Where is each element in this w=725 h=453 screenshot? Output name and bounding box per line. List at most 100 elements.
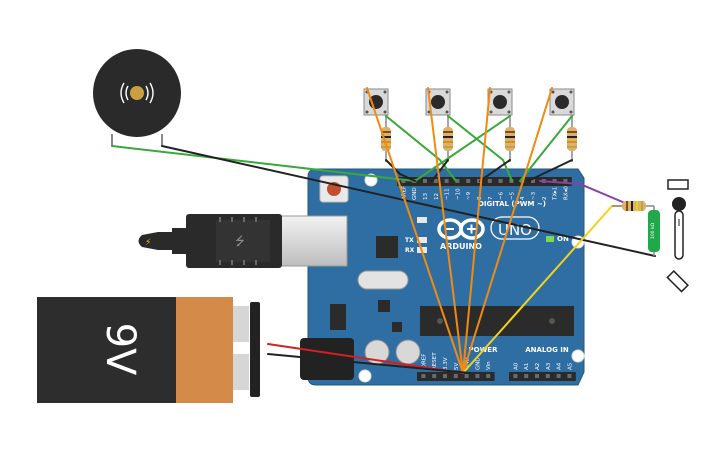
pin-rx0[interactable] (563, 179, 568, 183)
pin-9[interactable] (466, 179, 471, 183)
usb-plug-icon[interactable]: ⭍ ⚡ (138, 214, 283, 268)
pin-reset[interactable] (432, 374, 437, 378)
wire-button1-orange[interactable] (366, 87, 464, 374)
wire-buzzer-green[interactable] (111, 145, 416, 182)
pin-label: ~6 (499, 191, 505, 200)
crystal-oscillator (357, 270, 409, 290)
pin-3[interactable] (531, 179, 535, 183)
pin-label: TX▸1 (553, 187, 559, 201)
pin-label: AREF (401, 186, 407, 200)
pin-label: GND (412, 187, 418, 200)
svg-text:⚡: ⚡ (145, 238, 151, 248)
wire-battery-red[interactable] (267, 343, 464, 374)
resistor-100k-icon[interactable]: 100 kΩ (612, 201, 660, 256)
pin-label: ~9 (466, 191, 472, 200)
usb-chip (376, 236, 398, 258)
pin-13[interactable] (423, 179, 427, 183)
small-chip (378, 300, 390, 312)
pin-label: GND (465, 357, 471, 370)
wire-button3-green[interactable] (414, 115, 511, 182)
pin-gnd[interactable] (464, 374, 469, 378)
pin-vin[interactable] (486, 374, 491, 378)
capacitor-2 (395, 339, 421, 365)
wire-button4-orange[interactable] (462, 87, 553, 374)
pin-label: IOREF (421, 354, 427, 370)
pin-a2[interactable] (535, 374, 539, 378)
digital-header-label: DIGITAL (PWM ~) (478, 200, 546, 208)
wire-res3-black[interactable] (479, 159, 511, 182)
pin-ioref[interactable] (421, 374, 426, 378)
resistor-icon[interactable] (567, 116, 577, 162)
reset-button[interactable] (319, 175, 349, 203)
wire-battery-black[interactable] (267, 353, 471, 374)
pin-label: Vin (486, 361, 492, 370)
wire-button2-orange[interactable] (427, 87, 464, 374)
piezo-buzzer-icon[interactable] (93, 49, 181, 146)
pin-label: A1 (524, 363, 530, 370)
pin-label: A4 (557, 362, 563, 370)
pin-label: 5V (454, 363, 460, 370)
arduino-uno-board[interactable]: TX RX ON UNO ARDUINO DIGITAL (PWM ~) ANA… (280, 168, 585, 386)
wire-button2-green[interactable] (447, 115, 513, 182)
l-led (417, 217, 427, 223)
voltage-regulator (330, 304, 346, 330)
pin-label: 2 (542, 197, 548, 201)
pin-label: ~3 (531, 191, 537, 200)
pin-label: 3.3V (443, 357, 449, 370)
resistor-icon[interactable] (443, 116, 453, 162)
brand-label: ARDUINO (440, 242, 482, 251)
pin-label: ~10 (455, 188, 461, 200)
pin-12[interactable] (433, 179, 438, 183)
pin-label: A2 (535, 363, 541, 370)
wire-button3-orange[interactable] (462, 87, 491, 374)
pin-label: A5 (567, 362, 573, 370)
battery-icon[interactable]: 9V (37, 297, 260, 403)
pin-a5[interactable] (567, 374, 572, 378)
small-chip-2 (392, 322, 402, 332)
wire-button4-green[interactable] (519, 115, 573, 182)
pin-label: RESET (432, 352, 438, 370)
resistor-100k-label: 100 kΩ (650, 222, 656, 239)
resistor-icon[interactable] (505, 116, 515, 162)
pin-5v[interactable] (453, 374, 458, 378)
usb-socket (280, 215, 348, 267)
pin-a3[interactable] (545, 374, 550, 378)
pin-label: 13 (423, 193, 429, 200)
pin-gnd[interactable] (475, 374, 480, 378)
atmega-chip (420, 306, 574, 336)
svg-text:⭍: ⭍ (235, 234, 245, 248)
thermometer-icon[interactable] (666, 179, 689, 293)
wire-buzzer-black[interactable] (161, 145, 656, 257)
tx-label: TX (405, 237, 414, 244)
pushbutton-icon[interactable] (549, 88, 575, 116)
pin-label: ~5 (509, 191, 515, 200)
pin-7[interactable] (487, 179, 492, 183)
pushbutton-icon[interactable] (487, 88, 513, 116)
analog-pin-header[interactable] (509, 372, 576, 381)
power-pin-header[interactable] (417, 372, 495, 381)
wire-res2-black[interactable] (431, 159, 449, 182)
wire-res1-black[interactable] (385, 159, 416, 182)
wire-res4-black[interactable] (527, 159, 573, 182)
pin-tx1[interactable] (552, 179, 557, 183)
wire-button1-green[interactable] (385, 115, 457, 182)
analog-pin-labels: A0 A1 A2 A3 A4 A5 (513, 362, 573, 370)
pin-33v[interactable] (443, 374, 447, 378)
pin-a4[interactable] (556, 374, 561, 378)
wire-purple[interactable] (539, 180, 626, 204)
pin-label: A3 (546, 362, 552, 370)
on-led (546, 236, 554, 242)
pin-10[interactable] (455, 179, 460, 183)
pin-6[interactable] (498, 179, 503, 183)
pin-label: 12 (434, 193, 440, 200)
pin-a0[interactable] (513, 374, 518, 378)
board-name: UNO (498, 221, 532, 239)
pin-a1[interactable] (524, 374, 529, 378)
analog-header-label: ANALOG IN (525, 346, 569, 354)
pin-11[interactable] (444, 179, 449, 183)
pin-label: A0 (513, 362, 519, 370)
pin-aref[interactable] (401, 179, 406, 183)
